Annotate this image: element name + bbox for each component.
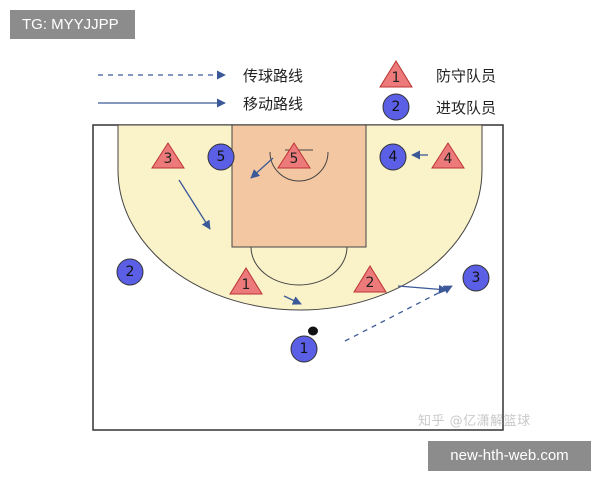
defenders: 3 5 4 1 2 (151, 142, 465, 295)
svg-text:2: 2 (366, 275, 375, 291)
tg-watermark-badge: TG: MYYJJPP (10, 10, 135, 39)
move-arrow (283, 295, 302, 305)
move-arrow (397, 284, 448, 294)
paint-area (231, 124, 367, 248)
svg-text:2: 2 (392, 99, 401, 115)
legend-defender-label: 防守队员 (436, 67, 496, 85)
attacker-marker: 2 (116, 258, 144, 286)
legend-pass-label: 传球路线 (243, 67, 303, 85)
attacker-marker: 4 (379, 143, 407, 171)
move-arrow (178, 179, 211, 230)
attacker-marker: 5 (207, 143, 235, 171)
attacker-marker: 3 (462, 264, 490, 292)
legend-move-label: 移动路线 (243, 95, 303, 113)
legend-attacker-icon: 2 (382, 93, 410, 121)
svg-text:5: 5 (290, 151, 299, 167)
svg-text:3: 3 (472, 270, 481, 286)
svg-text:1: 1 (300, 341, 309, 357)
attackers: 5 4 2 3 1 (116, 143, 490, 363)
svg-text:1: 1 (392, 70, 401, 86)
defender-marker: 4 (431, 142, 465, 169)
defender-marker: 1 (229, 267, 263, 295)
legend-attacker-label: 进攻队员 (436, 99, 496, 117)
free-throw-arc (250, 246, 348, 286)
defender-marker: 5 (277, 142, 311, 169)
zhihu-watermark: 知乎 @亿潇解篮球 (418, 414, 531, 429)
svg-text:3: 3 (164, 151, 173, 167)
pass-arrow (344, 285, 453, 342)
defender-marker: 2 (353, 265, 387, 293)
half-court (92, 124, 504, 431)
svg-text:5: 5 (217, 149, 226, 165)
site-url-badge: new-hth-web.com (428, 441, 591, 471)
legend: 传球路线 移动路线 1 防守队员 2 进攻队员 (98, 60, 496, 121)
legend-defender-icon: 1 (379, 60, 413, 88)
play-arrows (178, 150, 453, 342)
attacker-marker: 1 (290, 335, 318, 363)
svg-text:2: 2 (126, 264, 135, 280)
svg-text:1: 1 (242, 277, 251, 293)
svg-text:4: 4 (389, 149, 398, 165)
svg-text:4: 4 (444, 151, 453, 167)
defender-marker: 3 (151, 142, 185, 169)
move-arrow (250, 157, 274, 179)
restricted-arc (269, 151, 329, 182)
ball-icon (308, 326, 318, 336)
